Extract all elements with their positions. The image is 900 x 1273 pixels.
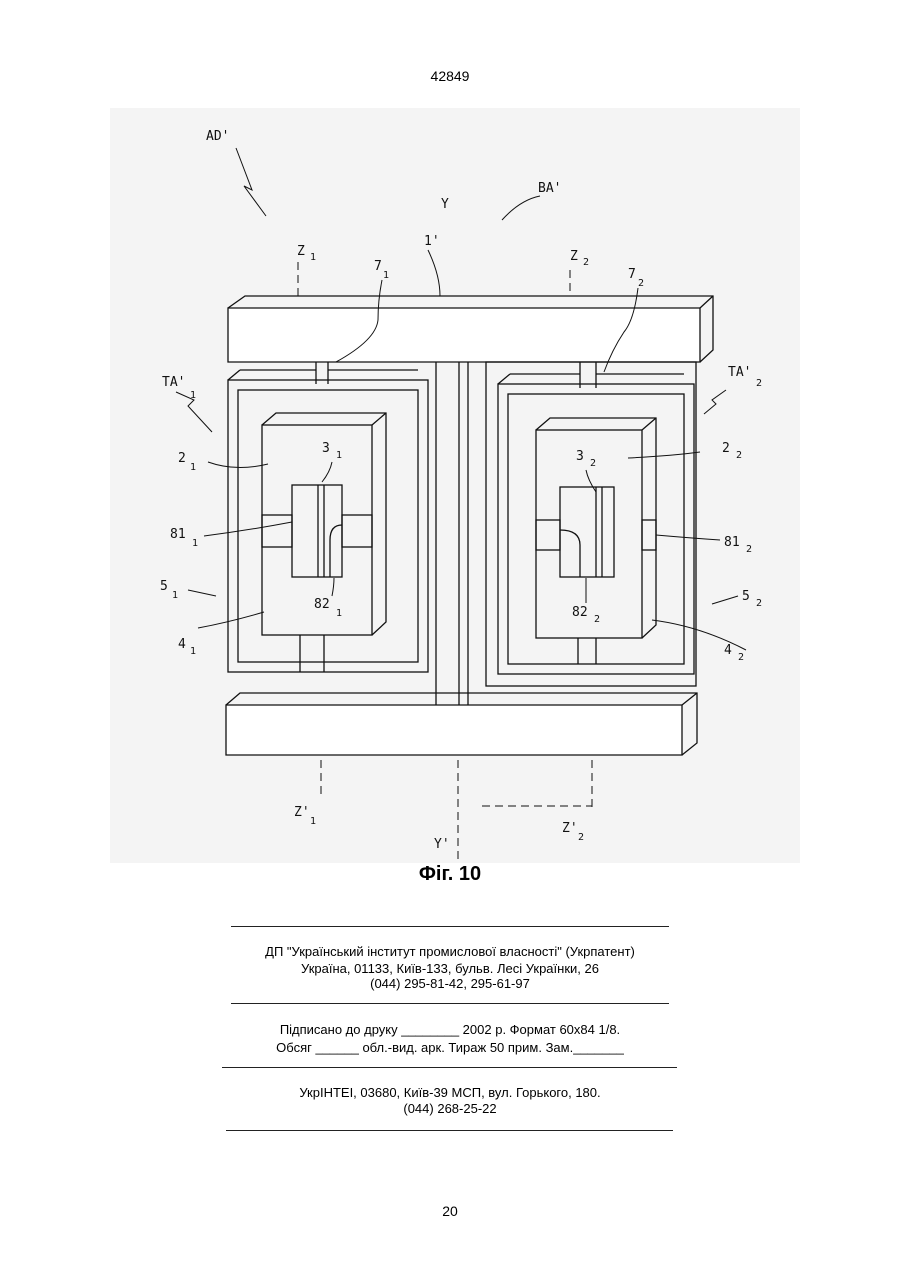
label-2-1-sub: 1 — [190, 462, 196, 473]
right-frame — [486, 362, 696, 686]
figure-caption: Фіг. 10 — [0, 863, 900, 886]
left-frame — [228, 362, 428, 672]
label-z2: Z — [570, 249, 578, 264]
label-z1: Z — [297, 244, 305, 259]
divider-1 — [231, 926, 669, 927]
label-81-1: 81 — [170, 527, 186, 542]
label-4-2-sub: 2 — [738, 652, 744, 663]
label-z2-prime: Z' — [562, 821, 578, 836]
label-1: 1' — [424, 234, 440, 249]
label-ta2-sub: 2 — [756, 378, 762, 389]
label-82-2: 82 — [572, 605, 588, 620]
document-number: 42849 — [0, 68, 900, 84]
page-number: 20 — [0, 1203, 900, 1219]
label-7-2-sub: 2 — [638, 278, 644, 289]
label-2-2: 2 — [722, 441, 730, 456]
label-4-1: 4 — [178, 637, 186, 652]
bottom-bar — [226, 693, 697, 755]
label-81-1-sub: 1 — [192, 538, 198, 549]
top-bar — [228, 296, 713, 362]
label-5-1: 5 — [160, 579, 168, 594]
label-z1-prime: Z' — [294, 805, 310, 820]
label-5-2-sub: 2 — [756, 598, 762, 609]
patent-figure: AD' BA' Y Z 1 1' Z 2 7 1 7 2 TA' 1 TA' 2… — [110, 108, 800, 863]
label-y-prime: Y' — [434, 837, 450, 852]
label-3-1: 3 — [322, 441, 330, 456]
label-5-1-sub: 1 — [172, 590, 178, 601]
label-ba: BA' — [538, 181, 561, 196]
label-81-2: 81 — [724, 535, 740, 550]
label-2-1: 2 — [178, 451, 186, 466]
publisher-line-1: ДП "Український інститут промислової вла… — [0, 944, 900, 960]
label-ta2: TA' — [728, 365, 751, 380]
label-82-1-sub: 1 — [336, 608, 342, 619]
label-5-2: 5 — [742, 589, 750, 604]
label-82-1: 82 — [314, 597, 330, 612]
print-info-line-1: Підписано до друку ________ 2002 р. Форм… — [0, 1022, 900, 1038]
divider-3 — [222, 1067, 677, 1068]
label-ad: AD' — [206, 129, 229, 144]
label-z1-sub: 1 — [310, 252, 316, 263]
label-3-1-sub: 1 — [336, 450, 342, 461]
divider-2 — [231, 1003, 669, 1004]
label-7-1: 7 — [374, 259, 382, 274]
label-ta1-sub: 1 — [190, 390, 196, 401]
label-3-2: 3 — [576, 449, 584, 464]
label-7-2: 7 — [628, 267, 636, 282]
label-7-1-sub: 1 — [383, 270, 389, 281]
printer-line-1: УкрІНТЕІ, 03680, Київ-39 МСП, вул. Горьк… — [0, 1085, 900, 1101]
label-2-2-sub: 2 — [736, 450, 742, 461]
divider-4 — [226, 1130, 673, 1131]
label-y: Y — [441, 197, 449, 212]
label-z1-prime-sub: 1 — [310, 816, 316, 827]
publisher-line-2: Україна, 01133, Київ-133, бульв. Лесі Ук… — [0, 961, 900, 977]
label-82-2-sub: 2 — [594, 614, 600, 625]
label-4-1-sub: 1 — [190, 646, 196, 657]
label-3-2-sub: 2 — [590, 458, 596, 469]
label-81-2-sub: 2 — [746, 544, 752, 555]
print-info-line-2: Обсяг ______ обл.-вид. арк. Тираж 50 при… — [0, 1040, 900, 1056]
label-z2-sub: 2 — [583, 257, 589, 268]
printer-line-2: (044) 268-25-22 — [0, 1101, 900, 1117]
label-z2-prime-sub: 2 — [578, 832, 584, 843]
label-4-2: 4 — [724, 643, 732, 658]
label-ta1: TA' — [162, 375, 185, 390]
publisher-line-3: (044) 295-81-42, 295-61-97 — [0, 976, 900, 992]
mechanism-drawing: AD' BA' Y Z 1 1' Z 2 7 1 7 2 TA' 1 TA' 2… — [110, 108, 800, 863]
